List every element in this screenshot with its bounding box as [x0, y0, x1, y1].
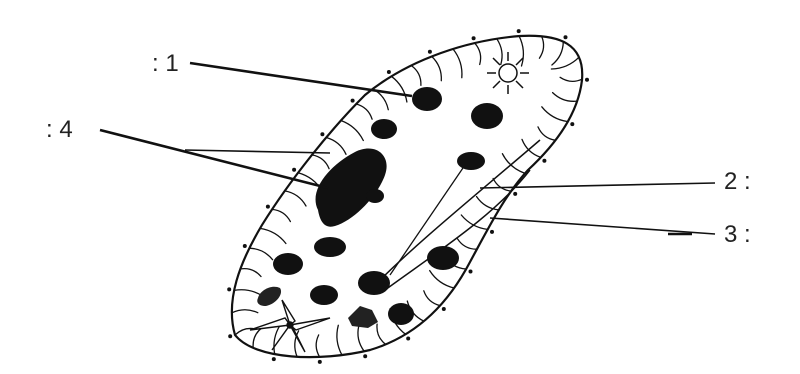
- membrane-granule: [542, 159, 546, 163]
- leader-line-3: [490, 218, 715, 234]
- cilium: [477, 197, 499, 210]
- membrane-granule: [228, 334, 232, 338]
- membrane-granule: [272, 357, 276, 361]
- cilium: [240, 269, 261, 277]
- cilium: [424, 291, 440, 306]
- membrane-granule: [243, 244, 247, 248]
- cilium: [232, 310, 258, 313]
- cilium: [326, 138, 346, 155]
- label-4: : 4: [46, 118, 73, 142]
- cilium: [411, 66, 421, 86]
- membrane-granule: [472, 36, 476, 40]
- membrane-granule: [428, 50, 432, 54]
- cilium: [493, 178, 511, 191]
- membrane-granule: [292, 168, 296, 172]
- label-2: 2 :: [724, 170, 751, 194]
- membrane-granule: [351, 99, 355, 103]
- membrane-granule: [406, 337, 410, 341]
- membrane-granule: [266, 205, 270, 209]
- membrane-granule: [363, 354, 367, 358]
- cilium: [551, 57, 579, 69]
- food-vacuole: [310, 285, 338, 305]
- food-particle-left: [257, 287, 281, 306]
- cilium: [312, 155, 329, 169]
- cilium: [560, 77, 582, 81]
- cilium: [249, 248, 272, 260]
- membrane-granule: [320, 132, 324, 136]
- cilium: [542, 107, 568, 122]
- label-3: 3 :: [724, 223, 751, 247]
- membrane-granule: [227, 287, 231, 291]
- label-1: : 1: [152, 52, 179, 76]
- cilium: [316, 335, 319, 357]
- food-vacuole: [273, 253, 303, 275]
- cilium: [341, 121, 363, 141]
- food-vacuole: [412, 87, 442, 111]
- cilium: [552, 42, 563, 65]
- food-vacuole: [358, 271, 390, 295]
- food-vacuole: [457, 152, 485, 170]
- cilium: [358, 326, 364, 351]
- cilium: [356, 104, 372, 119]
- membrane-granule: [564, 35, 568, 39]
- food-vacuole: [388, 303, 414, 325]
- cilium: [430, 271, 454, 288]
- cilium: [553, 93, 578, 102]
- cilium: [538, 127, 556, 140]
- leader-line-1: [190, 63, 412, 96]
- cilium: [337, 325, 342, 355]
- cilium: [377, 324, 386, 344]
- cilium: [458, 239, 477, 249]
- cilium: [253, 328, 262, 348]
- membrane-granule: [318, 360, 322, 364]
- membrane-granule: [387, 70, 391, 74]
- food-vacuoles: [273, 87, 503, 325]
- membrane-granule: [585, 78, 589, 82]
- food-vacuole: [314, 237, 346, 257]
- cilium: [432, 57, 442, 81]
- waste-particle: [348, 306, 378, 328]
- food-vacuole: [371, 119, 397, 139]
- cilium: [391, 76, 407, 102]
- membrane-granule: [469, 270, 473, 274]
- cilium: [285, 191, 306, 206]
- membrane-granule: [513, 192, 517, 196]
- cilium: [272, 209, 290, 221]
- cilium: [260, 228, 286, 243]
- leader-line-4: [100, 130, 328, 188]
- membrane-granule: [570, 122, 574, 126]
- micronucleus: [366, 189, 384, 203]
- cilium: [497, 39, 502, 65]
- cilium: [475, 43, 481, 64]
- sun-icon: [487, 52, 529, 94]
- cilium: [453, 49, 462, 78]
- membrane-granule: [490, 230, 494, 234]
- leader-line-4b: [185, 150, 330, 153]
- cilium: [539, 36, 543, 58]
- food-vacuole: [427, 246, 459, 270]
- membrane-granule: [442, 307, 446, 311]
- membrane-granule: [517, 29, 521, 33]
- food-vacuole: [471, 103, 503, 129]
- star-icon: [250, 300, 330, 352]
